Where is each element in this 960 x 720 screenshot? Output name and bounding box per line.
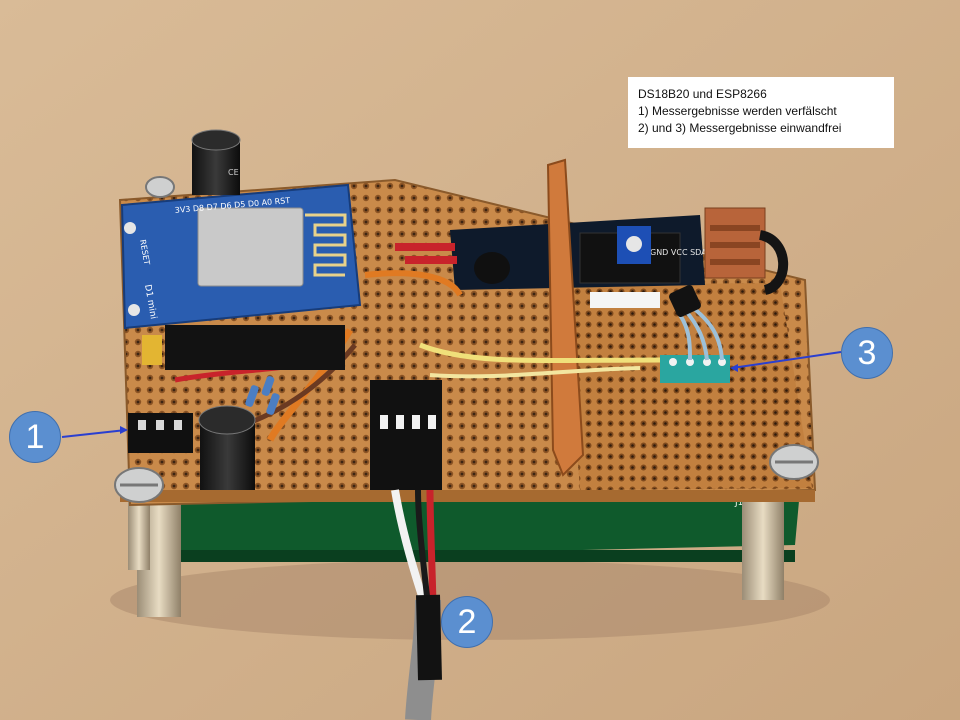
arrow-3 bbox=[731, 351, 842, 369]
potentiometer-knob bbox=[626, 236, 642, 252]
orange-wire bbox=[364, 270, 463, 297]
screw-back-left bbox=[145, 176, 175, 198]
esp-mounting-hole bbox=[124, 222, 136, 234]
red-wire-2 bbox=[405, 256, 457, 264]
green-pcb bbox=[150, 490, 800, 560]
resistors bbox=[245, 376, 280, 415]
marker-2: 2 bbox=[441, 596, 493, 648]
green-pcb-edge bbox=[150, 550, 795, 562]
perfboard-right bbox=[565, 283, 812, 490]
capacitor-bottom bbox=[198, 405, 256, 490]
yellow-wire bbox=[419, 342, 661, 364]
white-wire bbox=[391, 489, 429, 607]
esp-black-header bbox=[165, 325, 345, 370]
annotation-line-2: 1) Messergebnisse werden verfälscht bbox=[638, 104, 837, 118]
sensor-3 bbox=[660, 285, 730, 383]
black-cable-right bbox=[758, 230, 789, 295]
cable-connector-2 bbox=[370, 380, 442, 490]
copper-shield bbox=[546, 158, 585, 477]
yellow-wire-2 bbox=[429, 366, 641, 379]
screw-front-left bbox=[114, 467, 164, 503]
arrow-1 bbox=[61, 429, 127, 438]
marker-3: 3 bbox=[841, 327, 893, 379]
annotation-box: DS18B20 und ESP8266 1) Messergebnisse we… bbox=[628, 77, 894, 148]
red-wire-1 bbox=[395, 243, 455, 251]
svg-text:CE: CE bbox=[228, 168, 239, 177]
annotation-line-3: 2) und 3) Messergebnisse einwandfrei bbox=[638, 121, 842, 135]
lcd-transistor bbox=[474, 252, 510, 284]
capacitor-top: CE bbox=[191, 129, 241, 195]
white-label-strip bbox=[590, 292, 660, 308]
esp-antenna bbox=[305, 213, 347, 277]
pcb-mark-j1: J1 bbox=[734, 498, 743, 508]
perfboard-front-edge bbox=[120, 490, 815, 502]
lcd-pin-labels: GND VCC SDA bbox=[650, 248, 707, 257]
black-wire-cable bbox=[415, 489, 431, 606]
annotation-line-1: DS18B20 und ESP8266 bbox=[638, 87, 767, 101]
yellow-component bbox=[142, 335, 162, 365]
screw-front-right bbox=[769, 444, 819, 480]
esp-reset-label: RESET bbox=[138, 239, 151, 266]
esp-module-shield bbox=[197, 207, 304, 287]
heatshrink bbox=[416, 594, 442, 681]
red-wire-cable bbox=[426, 489, 437, 606]
marker-1: 1 bbox=[9, 411, 61, 463]
pin-header-1 bbox=[128, 413, 193, 453]
